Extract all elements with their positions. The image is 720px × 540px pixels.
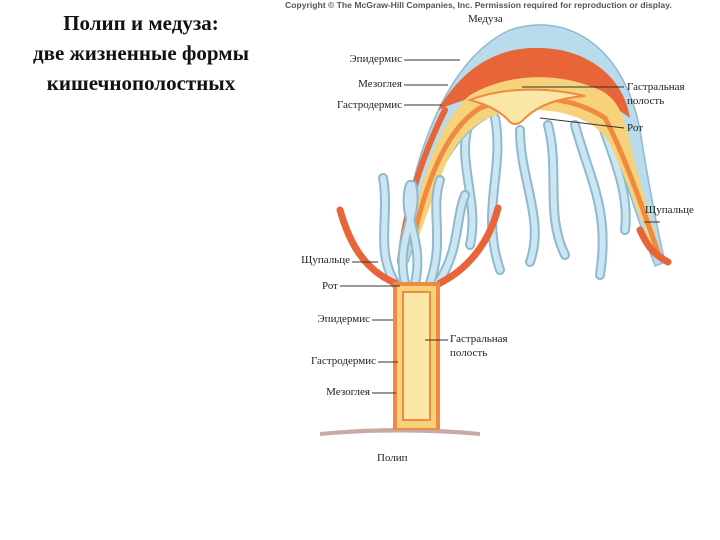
polyp-epidermis-label: Эпидермис	[317, 313, 370, 325]
polyp-right-tentacle	[436, 204, 502, 287]
medusa-gastric-cavity	[466, 88, 586, 126]
medusa-mesoglea-label: Мезоглея	[358, 78, 402, 90]
polyp-gastric-cavity	[402, 291, 431, 421]
polyp-tentacle-label: Щупальце	[301, 254, 350, 266]
polyp-label: Полип	[377, 452, 408, 464]
title-line-3: кишечнополостных	[46, 71, 236, 95]
label-leader-lines	[340, 59, 660, 394]
polyp-gastric-cavity-label-2: полость	[450, 347, 488, 359]
title-line-2: две жизненные формы	[33, 41, 249, 65]
medusa-gastric-cavity-label-1: Гастральная	[627, 81, 685, 93]
polyp-gastric-cavity-label-1: Гастральная	[450, 333, 508, 345]
medusa-tentacle-label: Щупальце	[645, 204, 694, 216]
medusa-gastrodermis-label: Гастродермис	[336, 99, 402, 111]
medusa-trailing-tentacle	[636, 226, 672, 266]
polyp-figure	[336, 173, 502, 430]
medusa-mesoglea-layer	[410, 77, 662, 261]
medusa-epidermis-label: Эпидермис	[349, 53, 402, 65]
polyp-left-tentacle	[336, 206, 399, 287]
polyp-gastrodermis-label: Гастродермис	[310, 355, 376, 367]
polyp-mouth-label: Рот	[321, 280, 338, 292]
polyp-mesoglea-label: Мезоглея	[326, 386, 370, 398]
slide-title: Полип и медуза: две жизненные формы кише…	[10, 8, 272, 98]
medusa-gastric-cavity-label-2: полость	[627, 95, 665, 107]
title-line-1: Полип и медуза:	[63, 11, 219, 35]
medusa-figure	[397, 24, 672, 280]
medusa-mouth-label: Рот	[627, 122, 644, 134]
medusa-label: Медуза	[468, 13, 503, 25]
copyright-notice: Copyright © The McGraw-Hill Companies, I…	[285, 0, 672, 10]
